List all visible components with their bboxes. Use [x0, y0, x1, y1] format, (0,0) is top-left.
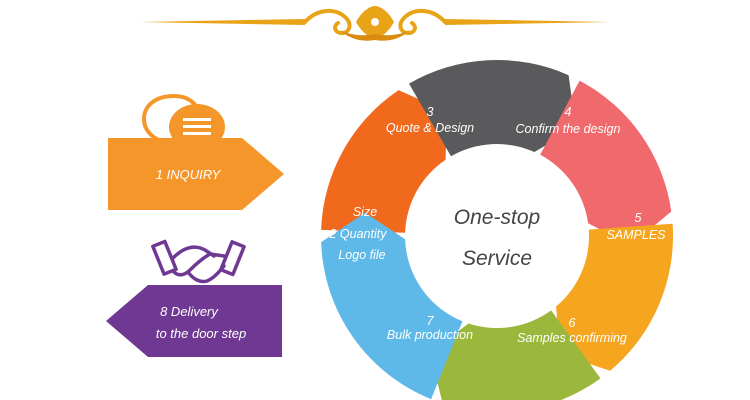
- center-title-line-1: One-stop: [454, 206, 540, 229]
- service-ring: [321, 59, 674, 400]
- handshake-left-cuff: [151, 239, 178, 276]
- bulk-number: 7: [427, 314, 435, 328]
- samples-number: 5: [635, 211, 642, 225]
- ornament-scroll-left: [303, 9, 352, 36]
- ring-segment-confirm: [409, 59, 576, 157]
- ring-segment-samples: [540, 80, 672, 246]
- handshake-upper-hand: [171, 245, 216, 260]
- handshake-icon: [151, 239, 246, 284]
- ring-segment-samples-confirming: [556, 223, 674, 371]
- delivery-line-1: 8 Delivery: [160, 304, 219, 319]
- ornament-scroll-right: [398, 9, 447, 36]
- inquiry-label: 1 INQUIRY: [156, 167, 222, 182]
- center-title-line-2: Service: [462, 247, 532, 270]
- quantity-line-3: Logo file: [338, 248, 385, 262]
- ornament-lower-swag: [340, 30, 410, 41]
- ornament-line-right: [445, 19, 610, 25]
- bulk-label: Bulk production: [387, 328, 473, 342]
- handshake-right-cuff: [219, 240, 246, 277]
- ring-segment-quantity: [321, 212, 463, 400]
- ornament-divider-icon: [140, 6, 610, 41]
- handshake-fingers: [186, 264, 226, 284]
- handshake-lower-hand: [172, 252, 226, 277]
- quote-number: 3: [427, 105, 434, 119]
- ornament-line-left: [140, 19, 305, 25]
- samples-confirming-label: Samples confirming: [517, 331, 627, 345]
- bubble-line-2: [183, 125, 211, 128]
- inquiry-arrow: [108, 138, 284, 210]
- delivery-arrow: [106, 285, 282, 357]
- bubble-line-3: [183, 132, 211, 135]
- quantity-line-2: 2 Quantity: [329, 227, 388, 241]
- quote-label: Quote & Design: [386, 121, 474, 135]
- samples-label: SAMPLES: [606, 228, 666, 242]
- bubble-line-1: [183, 118, 211, 121]
- ornament-center-dot: [371, 18, 379, 26]
- ring-segment-quote: [321, 90, 447, 233]
- delivery-line-2: to the door step: [156, 326, 246, 341]
- ring-segment-bulk: [430, 310, 601, 400]
- quantity-line-1: Size: [353, 205, 377, 219]
- confirm-number: 4: [565, 105, 572, 119]
- confirm-label: Confirm the design: [516, 122, 621, 136]
- samples-confirming-number: 6: [569, 316, 576, 330]
